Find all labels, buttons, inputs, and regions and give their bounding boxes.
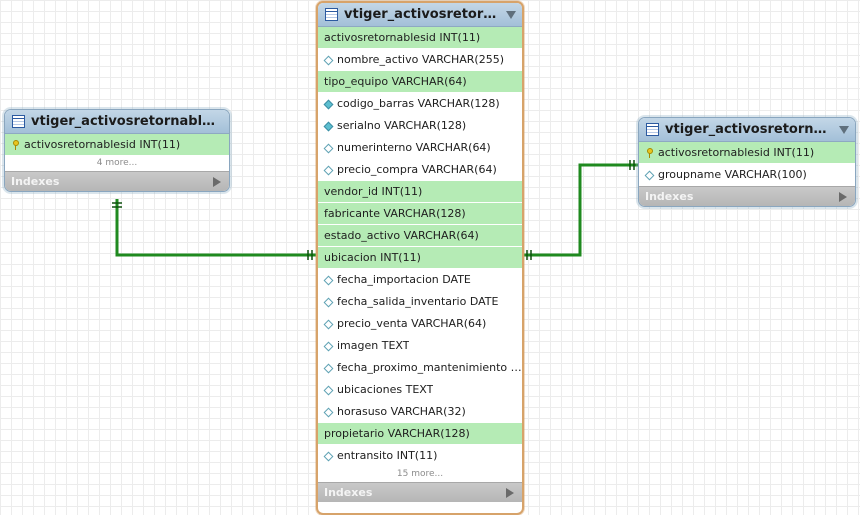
column-label: nombre_activo VARCHAR(255) bbox=[337, 53, 504, 66]
table-left[interactable]: vtiger_activosretornablescf activosretor… bbox=[4, 109, 230, 192]
column-row[interactable]: codigo_barras VARCHAR(128) bbox=[318, 93, 522, 115]
column-label: groupname VARCHAR(100) bbox=[658, 168, 807, 181]
more-columns-link[interactable]: 15 more... bbox=[318, 467, 522, 482]
nullable-column-icon bbox=[324, 364, 333, 373]
column-label: serialno VARCHAR(128) bbox=[337, 119, 467, 132]
foreign-key-column-row[interactable]: fabricante VARCHAR(128) bbox=[318, 203, 522, 225]
nullable-column-icon bbox=[324, 166, 333, 175]
not-null-column-icon bbox=[324, 100, 333, 109]
column-row[interactable]: groupname VARCHAR(100) bbox=[639, 164, 855, 186]
column-row[interactable]: activosretornablesid INT(11) bbox=[639, 142, 855, 164]
column-row[interactable]: activosretornablesid INT(11) bbox=[5, 134, 229, 156]
table-center[interactable]: vtiger_activosretornabl... activosretorn… bbox=[316, 1, 524, 515]
collapse-arrow-icon[interactable] bbox=[839, 125, 849, 134]
expand-arrow-icon[interactable] bbox=[213, 176, 221, 187]
collapse-arrow-icon[interactable] bbox=[506, 10, 516, 19]
foreign-key-column-row[interactable]: estado_activo VARCHAR(64) bbox=[318, 225, 522, 247]
table-right[interactable]: vtiger_activosretornable... activosretor… bbox=[638, 117, 856, 207]
primary-key-icon bbox=[645, 148, 654, 158]
foreign-key-column-row[interactable]: ubicacion INT(11) bbox=[318, 247, 522, 269]
table-header[interactable]: vtiger_activosretornabl... bbox=[318, 3, 522, 27]
column-row[interactable]: fecha_salida_inventario DATE bbox=[318, 291, 522, 313]
indexes-section[interactable]: Indexes bbox=[318, 482, 522, 502]
column-label: propietario VARCHAR(128) bbox=[324, 426, 470, 440]
column-row[interactable]: precio_venta VARCHAR(64) bbox=[318, 313, 522, 335]
column-row[interactable]: horasuso VARCHAR(32) bbox=[318, 401, 522, 423]
indexes-section[interactable]: Indexes bbox=[639, 186, 855, 206]
column-label: tipo_equipo VARCHAR(64) bbox=[324, 74, 467, 88]
column-row[interactable]: precio_compra VARCHAR(64) bbox=[318, 159, 522, 181]
table-title: vtiger_activosretornablescf bbox=[31, 114, 223, 129]
column-label: vendor_id INT(11) bbox=[324, 184, 423, 198]
relationship-line-left bbox=[115, 199, 318, 257]
table-title: vtiger_activosretornable... bbox=[665, 122, 833, 137]
expand-arrow-icon[interactable] bbox=[506, 487, 514, 498]
column-list: activosretornablesid INT(11) nombre_activ… bbox=[318, 27, 522, 467]
table-title: vtiger_activosretornabl... bbox=[344, 7, 500, 22]
column-row[interactable]: imagen TEXT bbox=[318, 335, 522, 357]
column-label: activosretornablesid INT(11) bbox=[658, 145, 815, 159]
nullable-column-icon bbox=[324, 408, 333, 417]
nullable-column-icon bbox=[324, 276, 333, 285]
column-row[interactable]: numerinterno VARCHAR(64) bbox=[318, 137, 522, 159]
column-row[interactable]: nombre_activo VARCHAR(255) bbox=[318, 49, 522, 71]
table-icon bbox=[325, 8, 338, 21]
column-label: ubicaciones TEXT bbox=[337, 383, 434, 396]
nullable-column-icon bbox=[324, 298, 333, 307]
indexes-section[interactable]: Indexes bbox=[5, 171, 229, 191]
column-label: fecha_salida_inventario DATE bbox=[337, 295, 499, 308]
foreign-key-column-row[interactable]: activosretornablesid INT(11) bbox=[318, 27, 522, 49]
nullable-column-icon bbox=[324, 452, 333, 461]
foreign-key-column-row[interactable]: propietario VARCHAR(128) bbox=[318, 423, 522, 445]
table-icon bbox=[12, 115, 25, 128]
nullable-column-icon bbox=[324, 342, 333, 351]
nullable-column-icon bbox=[324, 386, 333, 395]
column-label: activosretornablesid INT(11) bbox=[324, 30, 481, 44]
column-label: activosretornablesid INT(11) bbox=[24, 137, 181, 151]
not-null-column-icon bbox=[324, 122, 333, 131]
column-row[interactable]: ubicaciones TEXT bbox=[318, 379, 522, 401]
indexes-label: Indexes bbox=[11, 175, 60, 188]
column-label: estado_activo VARCHAR(64) bbox=[324, 228, 479, 242]
column-row[interactable]: fecha_importacion DATE bbox=[318, 269, 522, 291]
column-label: imagen TEXT bbox=[337, 339, 410, 352]
column-row[interactable]: entransito INT(11) bbox=[318, 445, 522, 467]
column-label: ubicacion INT(11) bbox=[324, 250, 421, 264]
foreign-key-column-row[interactable]: vendor_id INT(11) bbox=[318, 181, 522, 203]
indexes-label: Indexes bbox=[645, 190, 694, 203]
column-label: precio_venta VARCHAR(64) bbox=[337, 317, 487, 330]
table-header[interactable]: vtiger_activosretornable... bbox=[639, 118, 855, 142]
nullable-column-icon bbox=[324, 320, 333, 329]
indexes-label: Indexes bbox=[324, 486, 373, 499]
nullable-column-icon bbox=[324, 144, 333, 153]
expand-arrow-icon[interactable] bbox=[839, 191, 847, 202]
primary-key-icon bbox=[11, 140, 20, 150]
more-columns-link[interactable]: 4 more... bbox=[5, 156, 229, 171]
foreign-key-column-row[interactable]: tipo_equipo VARCHAR(64) bbox=[318, 71, 522, 93]
nullable-column-icon bbox=[324, 56, 333, 65]
relationship-line-right bbox=[522, 163, 640, 257]
nullable-column-icon bbox=[645, 171, 654, 180]
column-label: entransito INT(11) bbox=[337, 449, 438, 462]
table-header[interactable]: vtiger_activosretornablescf bbox=[5, 110, 229, 134]
column-label: codigo_barras VARCHAR(128) bbox=[337, 97, 500, 110]
column-label: precio_compra VARCHAR(64) bbox=[337, 163, 497, 176]
column-label: numerinterno VARCHAR(64) bbox=[337, 141, 491, 154]
column-row[interactable]: serialno VARCHAR(128) bbox=[318, 115, 522, 137]
column-label: horasuso VARCHAR(32) bbox=[337, 405, 466, 418]
column-label: fecha_importacion DATE bbox=[337, 273, 471, 286]
column-row[interactable]: fecha_proximo_mantenimiento VAR... bbox=[318, 357, 522, 379]
column-label: fabricante VARCHAR(128) bbox=[324, 206, 466, 220]
table-icon bbox=[646, 123, 659, 136]
column-label: fecha_proximo_mantenimiento VAR... bbox=[337, 361, 522, 374]
